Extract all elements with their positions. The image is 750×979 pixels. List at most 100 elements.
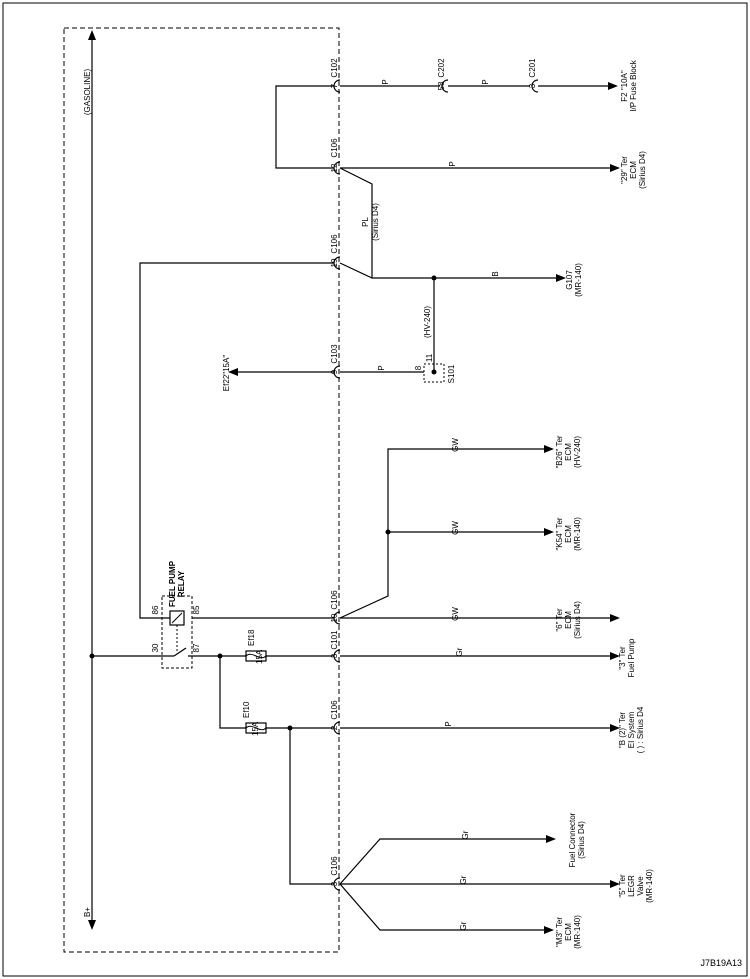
connector-c106-3: [333, 877, 341, 891]
f2-label-1: F2 "10A": [620, 70, 629, 102]
ef22-label: Ef22"15A": [222, 355, 231, 392]
m3-label-1: "M3" Ter: [555, 917, 564, 947]
connector-c106-10: [333, 611, 341, 625]
connector-c101: [333, 649, 341, 663]
hv240-label: (HV-240): [423, 306, 432, 338]
legr-label-2: LEGR: [627, 875, 636, 897]
pin-3-c101-label: 3: [330, 653, 339, 658]
arrows: [88, 30, 620, 934]
legr-label-3: Valve: [636, 876, 645, 896]
wire-color-gr-1: Gr: [455, 647, 464, 656]
fuel-pump-label-2: Fuel Pump: [627, 638, 636, 677]
ei-label-3: ( ) : Sirius D4: [636, 706, 645, 753]
c101-label: C101: [330, 630, 339, 650]
ecm-29-label-2: ECM: [629, 161, 638, 179]
wires: [91, 38, 612, 931]
connector-c102: [333, 79, 341, 93]
b26-label-3: (HV-240): [573, 436, 582, 468]
gasoline-boundary: [63, 27, 340, 953]
b26-label-2: ECM: [564, 443, 573, 461]
connector-c106-19: [333, 256, 341, 270]
wire-color-gw-1: GW: [451, 438, 460, 452]
connector-c106-2: [333, 721, 341, 735]
c106-label-b: C106: [330, 234, 339, 254]
relay-title-2: RELAY: [177, 570, 186, 597]
relay-pin-30: 30: [151, 643, 160, 652]
k54-label-2: ECM: [564, 525, 573, 543]
wire-color-p-1: P: [381, 79, 390, 84]
fuse-ef18-rating: 15A: [255, 649, 264, 664]
ecm-29-label-1: "29" Ter: [620, 156, 629, 184]
fuel-connector-label-2: (Sirius D4): [577, 821, 586, 859]
pin-11-label: 11: [425, 353, 434, 362]
pin-58-label: 58: [437, 81, 446, 90]
pin-3-c201-label: 3: [528, 83, 537, 88]
ecm-6-label-1: "6" Ter: [555, 608, 564, 632]
gasoline-label: (GASOLINE): [83, 69, 92, 116]
connector-c103: [333, 365, 341, 379]
c106-label-a: C106: [330, 138, 339, 158]
pin-2-label: 2: [330, 725, 339, 730]
fuse-ef10-label: Ef10: [242, 701, 251, 718]
legr-label-1: "5" Ter: [618, 874, 627, 898]
fuse-ef18-element: [245, 653, 267, 659]
relay-pin-87: 87: [192, 643, 201, 652]
wire-color-p-5: P: [444, 721, 453, 726]
fuse-ef10-rating: 15A: [251, 721, 260, 736]
pl-sirius-label: (Sirius D4): [371, 203, 380, 241]
wire-color-p-3: P: [448, 161, 457, 166]
s101-label: S101: [447, 364, 456, 383]
f2-label-2: I/P Fuse Block: [629, 59, 638, 111]
ecm-6-label-3: (Sirius D4): [573, 601, 582, 639]
pin-19-label: 19: [330, 258, 339, 267]
relay-pin-86: 86: [151, 605, 160, 614]
m3-label-2: ECM: [564, 923, 573, 941]
splice-dots: [89, 275, 437, 731]
wire-color-b: B: [491, 271, 500, 276]
c106-label-c: C106: [330, 590, 339, 610]
ecm-29-label-3: (Sirius D4): [638, 151, 647, 189]
ei-label-2: EI System: [627, 711, 636, 748]
c106-label-e: C106: [330, 856, 339, 876]
b26-label-1: "B26" Ter: [555, 435, 564, 468]
legr-label-4: (MR-140): [645, 869, 654, 903]
wire-color-gr-2: Gr: [461, 830, 470, 839]
relay-switch: [173, 647, 187, 657]
relay-pin-85: 85: [192, 605, 201, 614]
pin-3-c106-label: 3: [330, 881, 339, 886]
g107-label-2: (MR-140): [574, 263, 583, 297]
connector-c202: [441, 79, 449, 93]
pl-label: PL: [361, 217, 370, 227]
c201-label: C201: [528, 58, 537, 78]
ecm-6-label-2: ECM: [564, 611, 573, 629]
wire-color-gr-3: Gr: [459, 875, 468, 884]
c102-label: C102: [330, 58, 339, 78]
connector-c201: [531, 79, 539, 93]
pin-9-label: 9: [330, 369, 339, 374]
wire-color-gw-3: GW: [451, 607, 460, 621]
wire-color-gr-4: Gr: [459, 921, 468, 930]
fuel-pump-label-1: "3" Ter: [618, 646, 627, 670]
pin-12-label: 12: [330, 163, 339, 172]
fuel-connector-label-1: Fuel Connector: [568, 812, 577, 867]
pin-7-label: 7: [330, 83, 339, 88]
b-plus-label: B+: [83, 907, 92, 917]
wire-color-p-4: P: [377, 365, 386, 370]
c202-label: C202: [437, 58, 446, 78]
diagram-code: J7B19A13: [700, 958, 742, 968]
c106-label-d: C106: [330, 700, 339, 720]
fuse-ef10-element: [245, 725, 267, 731]
wire-color-p-2: P: [481, 79, 490, 84]
g107-label-1: G107: [565, 270, 574, 290]
fuel-pump-relay-box: [161, 595, 193, 669]
k54-label-3: (MR-140): [573, 517, 582, 551]
connector-c106-12: [333, 161, 341, 175]
relay-coil-slash: [171, 612, 183, 624]
pin-10-label: 10: [330, 613, 339, 622]
relay-title-1: FUEL PUMP: [168, 560, 177, 607]
fuse-ef18-label: Ef18: [247, 629, 256, 646]
k54-label-1: "K54" Ter: [555, 517, 564, 550]
splice-s101-box: [423, 363, 445, 383]
